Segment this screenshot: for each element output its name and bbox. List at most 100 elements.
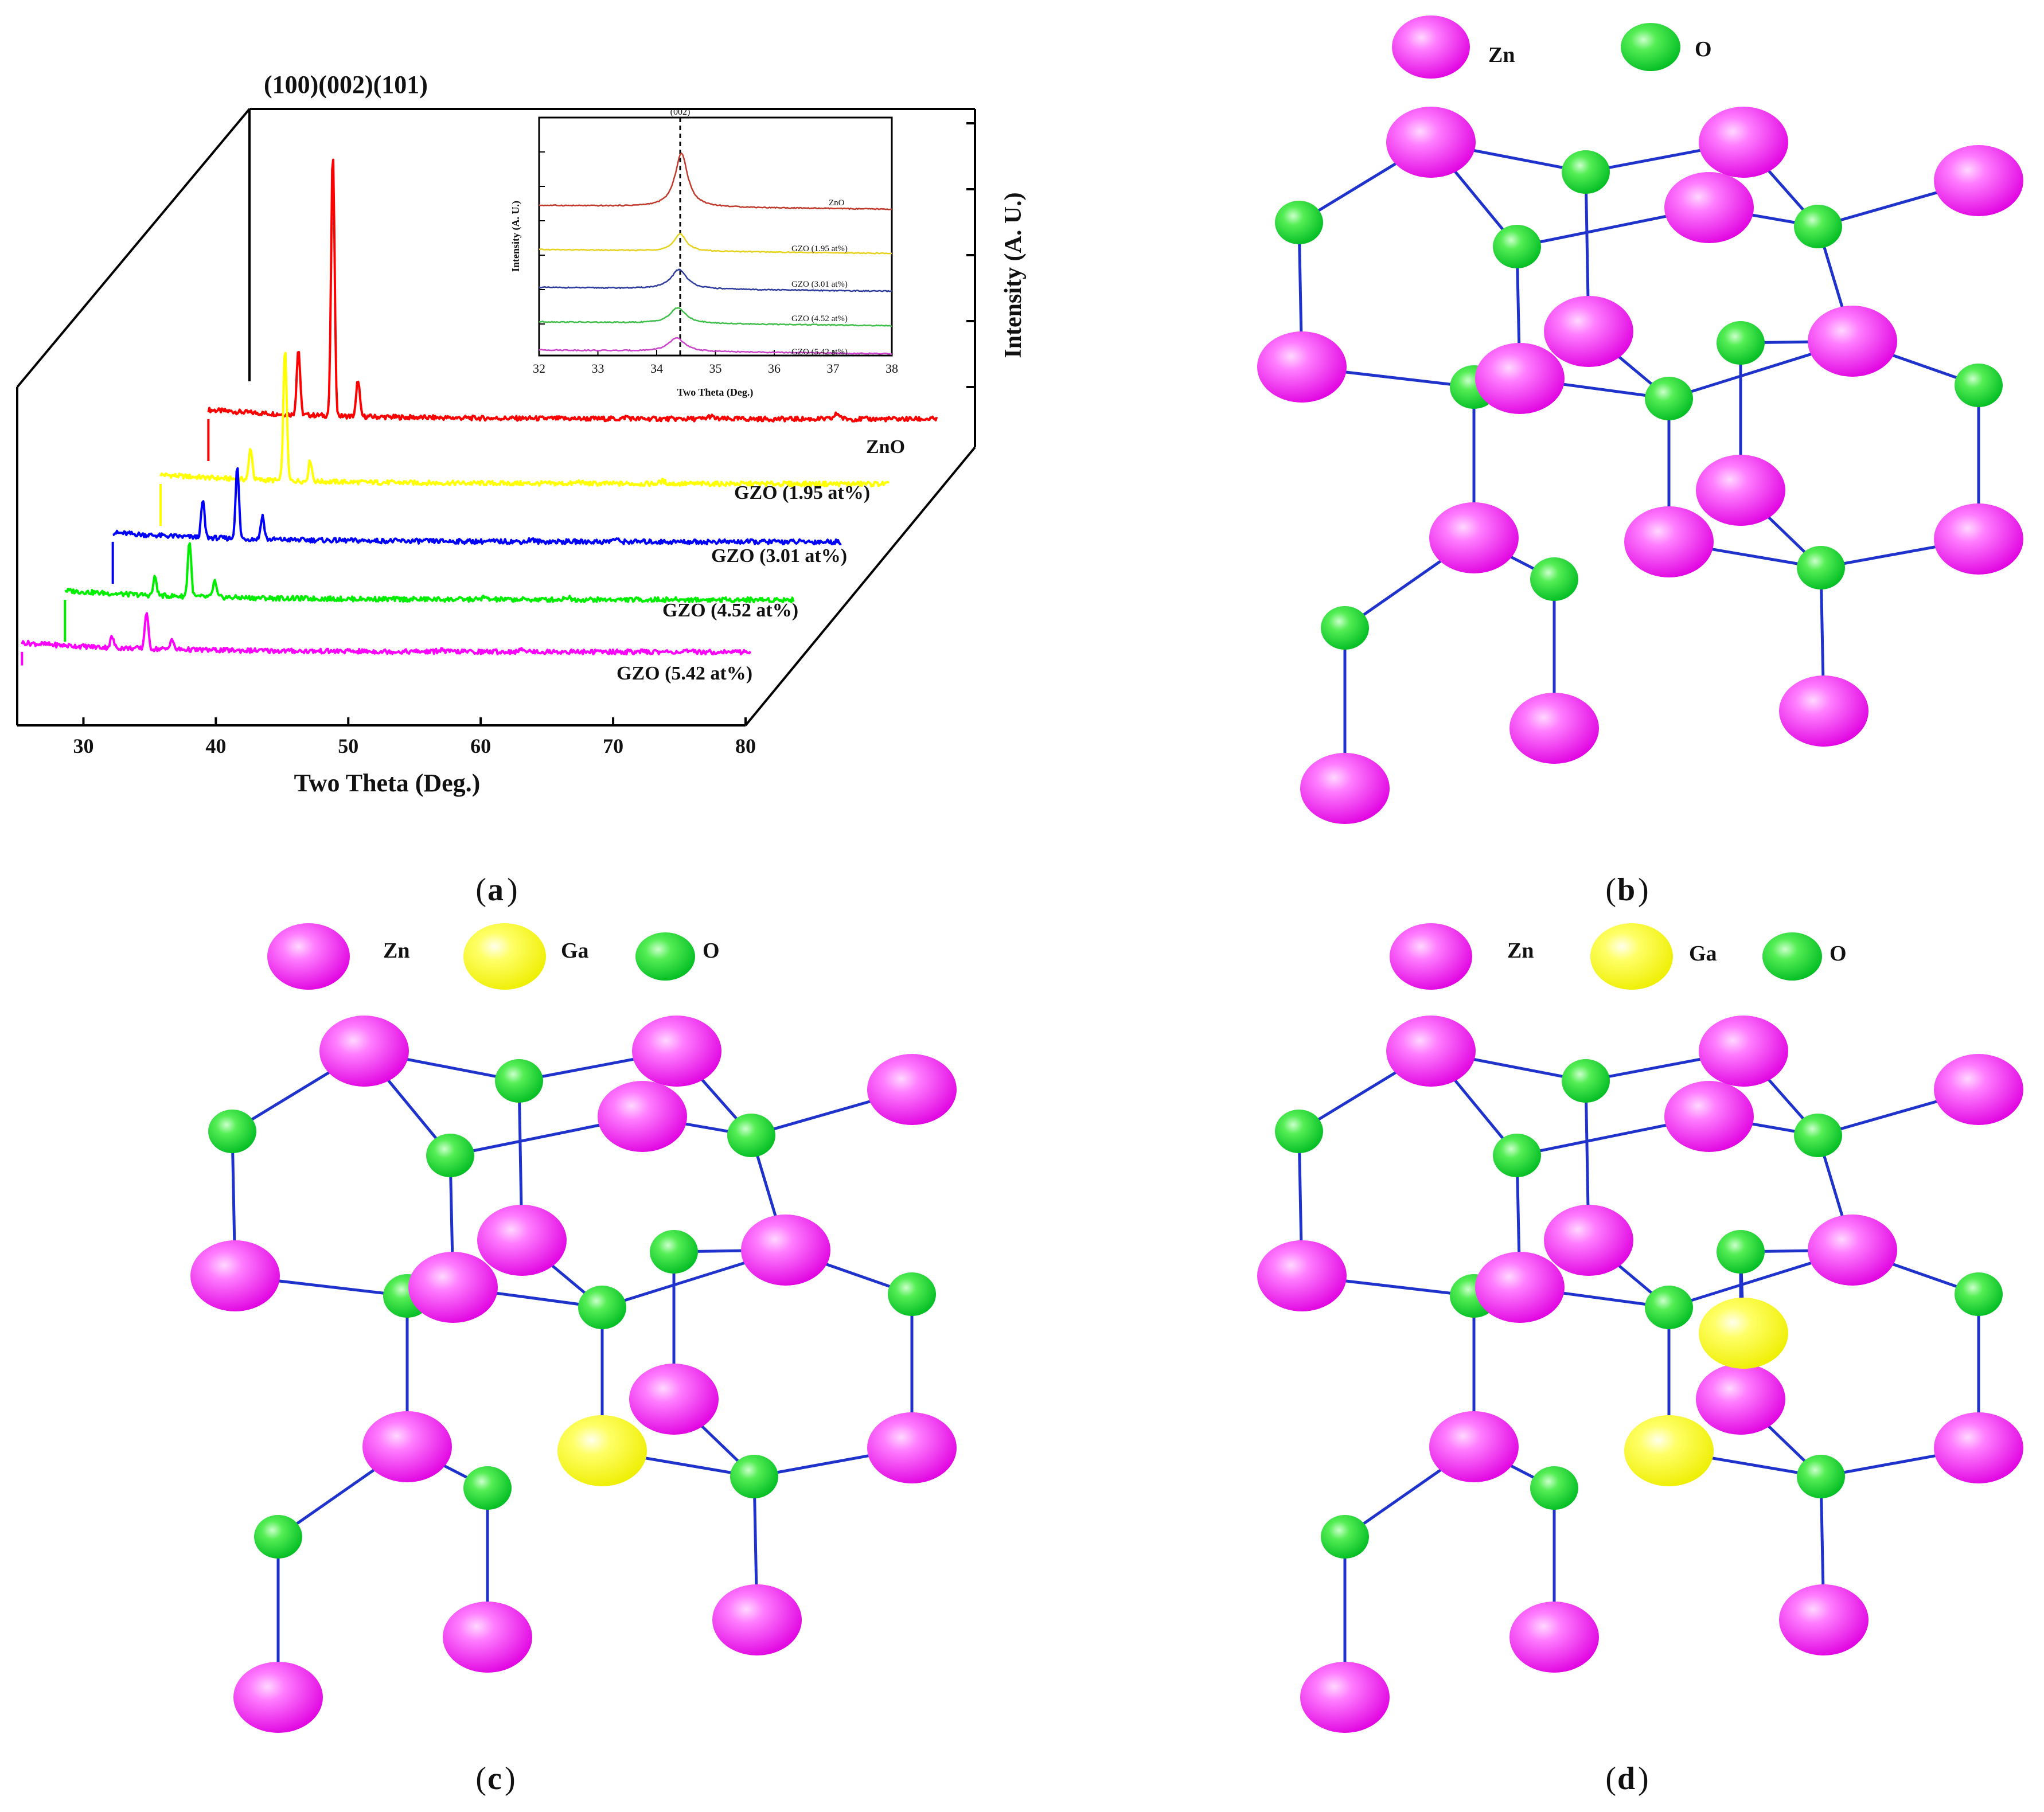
xrd-series-group — [21, 158, 938, 666]
inset-label-zno: ZnO — [829, 198, 845, 208]
o-atom — [1275, 1110, 1323, 1153]
panel-b-zno-lattice — [1257, 107, 2023, 824]
right-axis-ticks — [966, 122, 975, 388]
xrd-series-line — [159, 352, 890, 487]
ga-atom — [1699, 1298, 1788, 1369]
o-atom — [1493, 1134, 1541, 1177]
zn-atom — [1934, 503, 2023, 575]
series-label-gzo-452: GZO (4.52 at%) — [662, 600, 798, 621]
zn-atom — [1779, 1584, 1869, 1655]
o-atom — [1955, 1272, 2003, 1316]
inset-x-tick-label: 34 — [650, 361, 663, 376]
o-atom — [463, 1466, 512, 1510]
zn-atom — [598, 1081, 687, 1152]
atoms — [1257, 107, 2023, 824]
zn-atom — [233, 1662, 323, 1733]
panel-d-gzo-lattice — [1257, 1016, 2023, 1733]
bonds — [231, 1049, 914, 1697]
zn-atom — [1386, 1016, 1476, 1087]
zn-atom — [1934, 1054, 2023, 1125]
o-atom — [1321, 1515, 1369, 1559]
zn-atom — [1664, 172, 1754, 243]
zn-atom — [1624, 506, 1714, 577]
o-atom — [888, 1272, 936, 1316]
bonds — [1297, 140, 1980, 788]
series-label-gzo-195: GZO (1.95 at%) — [734, 482, 870, 503]
inset-x-tick-label: 36 — [768, 361, 781, 376]
legend-zn-atom — [267, 923, 350, 990]
caption-d: ( d ) — [1605, 1761, 1648, 1797]
o-atom — [1562, 1059, 1610, 1103]
x-tick-label: 40 — [205, 735, 226, 757]
legend-c: Zn Ga O — [267, 923, 720, 990]
o-atom — [1493, 225, 1541, 268]
legend-o-atom — [1621, 23, 1680, 71]
xrd-series-line — [112, 467, 842, 545]
zn-atom — [1386, 107, 1476, 178]
zn-atom — [1429, 502, 1519, 573]
caption-a: ( a ) — [475, 872, 517, 908]
x-tick-label: 80 — [735, 735, 756, 757]
xrd-series-line — [207, 158, 938, 423]
zn-atom — [1779, 675, 1869, 747]
legend-b: Zn O — [1392, 15, 1712, 79]
inset-label-gzo-452: GZO (4.52 at%) — [791, 314, 848, 323]
bonds — [1297, 1049, 1980, 1697]
peak-index-labels: (100)(002)(101) — [264, 71, 428, 99]
zn-atom — [443, 1602, 532, 1673]
xrd-series-line — [64, 542, 795, 603]
legend-o-label: O — [703, 939, 720, 963]
svg-text:(: ( — [1605, 872, 1616, 908]
inset-x-tick-label: 33 — [592, 361, 604, 376]
inset-frame — [538, 116, 893, 357]
legend-o-atom — [1762, 932, 1822, 981]
svg-text:(: ( — [475, 1761, 486, 1797]
x-tick-label: 70 — [603, 735, 623, 757]
ga-atom — [1624, 1415, 1714, 1486]
x-tick-label: 50 — [338, 735, 358, 757]
zn-atom — [1544, 1205, 1633, 1276]
o-atom — [208, 1110, 256, 1153]
inset-series-line — [539, 307, 892, 327]
inset-label-gzo-542: GZO (5.42 at%) — [791, 347, 848, 357]
panel-c-gzo-lattice — [190, 1016, 957, 1733]
zn-atom — [408, 1252, 498, 1323]
zn-atom — [1509, 693, 1599, 764]
svg-text:a: a — [487, 872, 504, 908]
o-atom — [727, 1114, 775, 1157]
inset-x-tick-label: 37 — [827, 361, 840, 376]
o-atom — [578, 1286, 626, 1329]
legend-d: Zn Ga O — [1390, 923, 1847, 990]
x-axis-label: Two Theta (Deg.) — [294, 769, 481, 797]
zn-atom — [1544, 296, 1633, 367]
o-atom — [254, 1515, 302, 1559]
zn-atom — [1699, 1016, 1788, 1087]
zn-atom — [1934, 1412, 2023, 1483]
legend-ga-atom — [463, 923, 546, 990]
x-tick-label: 30 — [73, 735, 93, 757]
ga-atom — [557, 1415, 647, 1486]
o-atom — [1794, 1114, 1842, 1157]
caption-b: ( b ) — [1605, 872, 1648, 908]
inset-series-line — [539, 337, 892, 356]
inset-x-tick-label: 35 — [709, 361, 722, 376]
zn-atom — [712, 1584, 802, 1655]
svg-text:d: d — [1617, 1761, 1635, 1797]
zn-atom — [190, 1240, 280, 1311]
o-atom — [426, 1134, 474, 1177]
series-label-gzo-542: GZO (5.42 at%) — [617, 663, 752, 684]
legend-zn-label: Zn — [1488, 43, 1515, 67]
o-atom — [1717, 1230, 1765, 1274]
x-tick-label: 60 — [470, 735, 491, 757]
xrd-series-line — [21, 612, 752, 655]
o-atom — [650, 1230, 698, 1274]
inset-x-tick-label: 32 — [533, 361, 545, 376]
legend-ga-label: Ga — [1689, 942, 1717, 966]
zn-atom — [1257, 1240, 1347, 1311]
inset-y-label: Intensity (A. U.) — [510, 201, 522, 272]
svg-text:): ) — [507, 872, 518, 908]
svg-text:): ) — [1638, 872, 1649, 908]
zn-atom — [1934, 145, 2023, 216]
legend-o-atom — [635, 932, 695, 981]
